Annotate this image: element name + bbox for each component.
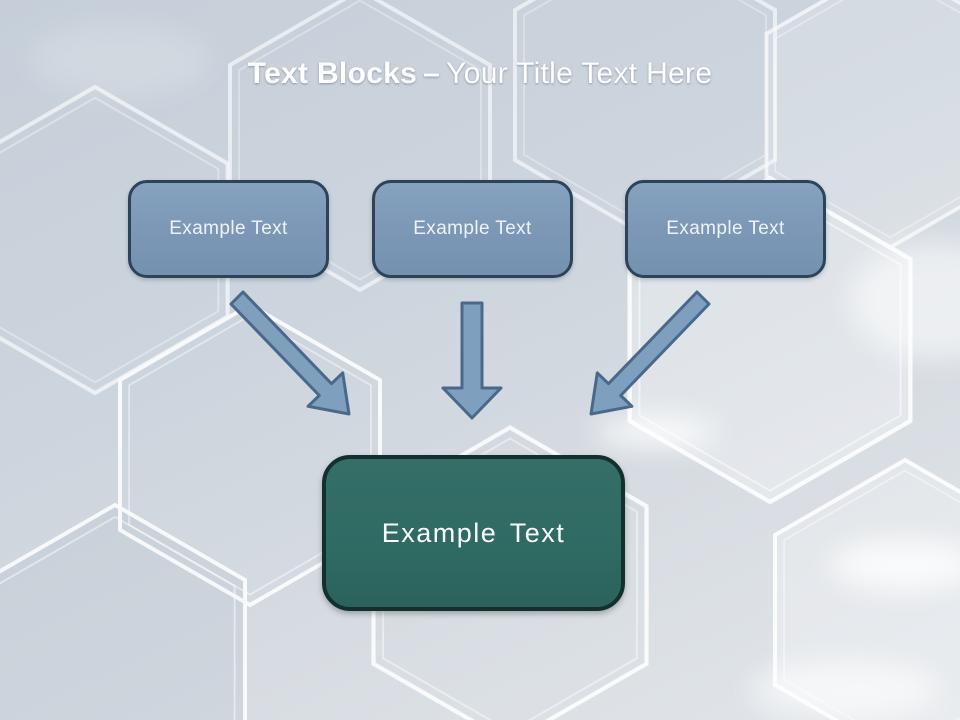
summary-block[interactable]: Example Text (322, 455, 625, 611)
text-block-1[interactable]: Example Text (128, 180, 329, 278)
text-block-2[interactable]: Example Text (372, 180, 573, 278)
summary-block-label: Example Text (381, 517, 566, 548)
arrow-from-block-3[interactable] (589, 290, 711, 416)
arrow-from-block-1[interactable] (229, 290, 351, 416)
text-block-3-label: Example Text (666, 218, 785, 239)
text-block-3[interactable]: Example Text (625, 180, 826, 278)
text-block-1-label: Example Text (169, 218, 288, 239)
title-bar: Text Blocks–Your Title Text Here (0, 0, 960, 150)
arrow-from-block-2[interactable] (441, 301, 503, 420)
slide-title-bold: Text Blocks (247, 57, 418, 90)
slide-title-regular: Your Title Text Here (446, 57, 713, 90)
slide-title-separator: – (423, 57, 441, 90)
slide-title: Text Blocks–Your Title Text Here (0, 57, 960, 90)
text-block-2-label: Example Text (413, 218, 532, 239)
